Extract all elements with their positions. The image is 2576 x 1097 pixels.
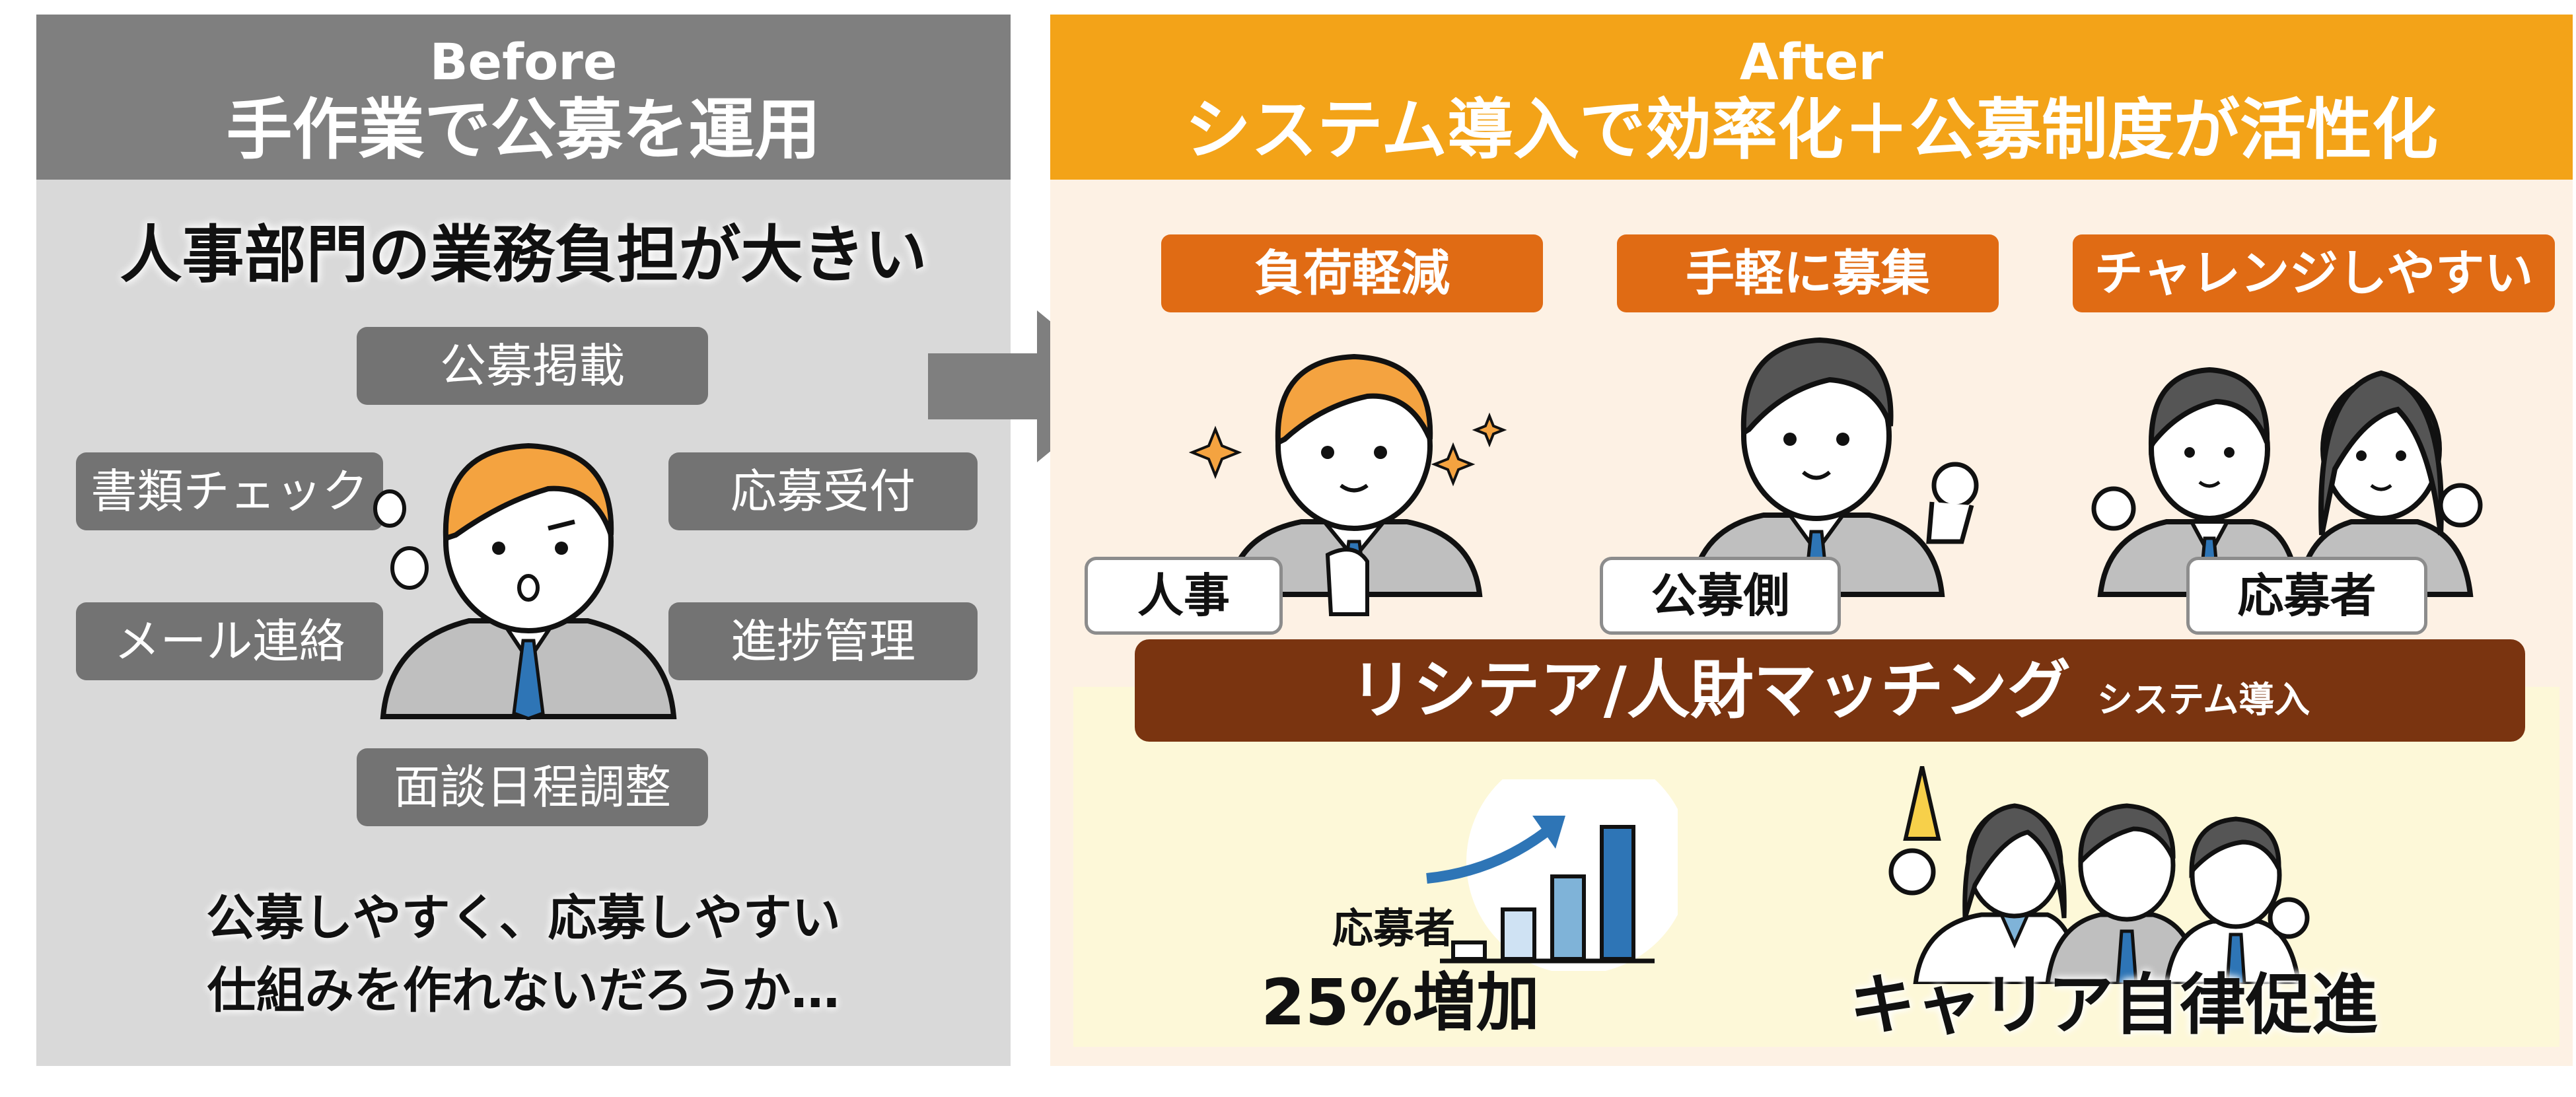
after-header: After システム導入で効率化＋公募制度が活性化 xyxy=(1050,15,2573,180)
task-interview-scheduling: 面談日程調整 xyxy=(357,748,708,826)
growth-bars xyxy=(1451,825,1635,961)
outcome-area xyxy=(1073,687,2559,1047)
applicant-increase: 25%増加 xyxy=(1261,966,1540,1040)
applicant-growth-chart xyxy=(1426,779,1678,971)
task-document-check: 書類チェック xyxy=(76,452,383,530)
after-title: システム導入で効率化＋公募制度が活性化 xyxy=(1185,91,2438,168)
career-autonomy: キャリア自律促進 xyxy=(1849,966,2378,1044)
before-title: 手作業で公募を運用 xyxy=(226,91,821,168)
question-line-2: 仕組みを作れないだろうか… xyxy=(207,962,840,1019)
benefit-easy-challenge: チャレンジしやすい xyxy=(2073,234,2555,312)
benefit-reduced-load: 負荷軽減 xyxy=(1161,234,1543,312)
growth-arrowhead-icon xyxy=(1532,816,1565,849)
task-posting: 公募掲載 xyxy=(357,327,708,405)
applicant-count-label: 応募者 xyxy=(1332,904,1455,952)
career-group-illustration xyxy=(1888,766,2310,984)
growth-arrow-icon xyxy=(1426,828,1549,884)
task-application-receipt: 応募受付 xyxy=(668,452,978,530)
system-name: リシテア/人財マッチング xyxy=(1349,653,2071,727)
growth-bar xyxy=(1600,825,1635,961)
role-label-hr: 人事 xyxy=(1085,557,1283,635)
question-line-1: 公募しやすく、応募しやすい xyxy=(206,890,841,946)
before-label: Before xyxy=(429,32,618,91)
system-suffix: システム導入 xyxy=(2096,679,2310,721)
worried-staff-illustration xyxy=(373,442,677,720)
growth-bar xyxy=(1501,907,1536,961)
role-label-recruiter: 公募側 xyxy=(1600,557,1841,635)
role-label-applicant: 応募者 xyxy=(2186,557,2427,635)
system-introduction-banner: リシテア/人財マッチングシステム導入 xyxy=(1135,639,2525,742)
before-headline: 人事部門の業務負担が大きい xyxy=(120,219,927,291)
before-header: Before 手作業で公募を運用 xyxy=(36,15,1011,180)
hr-staff-illustration xyxy=(1189,353,1507,616)
after-label: After xyxy=(1739,32,1884,91)
task-email-contact: メール連絡 xyxy=(76,602,383,680)
benefit-easy-recruiting: 手軽に募集 xyxy=(1617,234,1999,312)
growth-bar xyxy=(1550,874,1586,961)
task-progress-management: 進捗管理 xyxy=(668,602,978,680)
